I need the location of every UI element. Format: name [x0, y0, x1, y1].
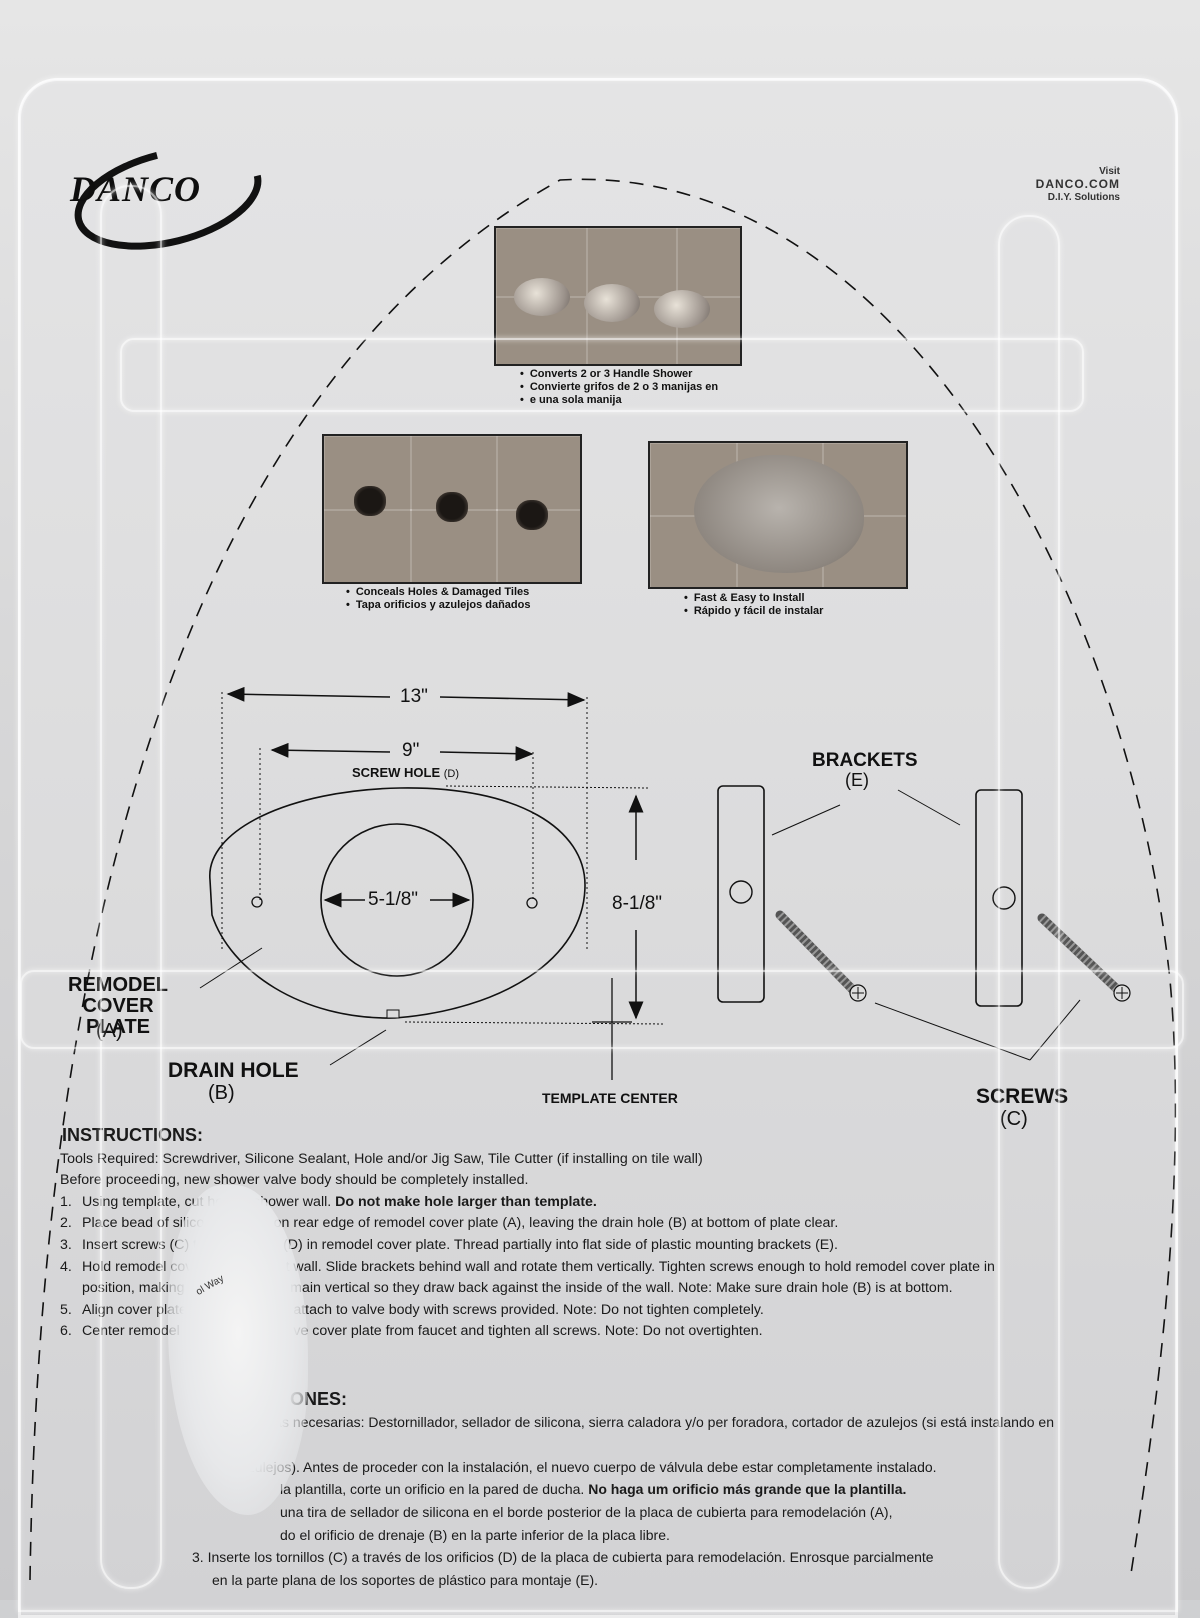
blister-frame-middle-bar [20, 970, 1184, 1049]
photo-damaged-tiles [322, 434, 582, 584]
step-5-num: 5. [60, 1301, 72, 1318]
blister-frame-outer-edge [18, 78, 1178, 1612]
label-remodel-letter: (A) [96, 1020, 123, 1042]
label-screw-hole: SCREW HOLE (D) [352, 765, 459, 780]
dimension-5-1-8-in: 5-1/8" [368, 889, 419, 910]
feature-2-en: Conceals Holes & Damaged Tiles [346, 586, 530, 599]
es-line-5: do el orificio de drenaje (B) en la part… [280, 1526, 670, 1543]
visit-line-2: DANCO.COM [1035, 177, 1120, 191]
feature-bullets-2: Conceals Holes & Damaged Tiles Tapa orif… [346, 586, 531, 612]
step-4: 4. Hold remodel cover plate against wall.… [60, 1257, 1110, 1279]
visit-line-3: D.I.Y. Solutions [1047, 192, 1120, 203]
visit-line-1: Visit [1099, 166, 1120, 177]
dimension-13-in: 13" [400, 686, 428, 707]
step-4-num: 4. [60, 1258, 72, 1275]
step-6-num: 6. [60, 1323, 72, 1340]
es-line-3: la plantilla, corte un orificio en la pa… [180, 1478, 1080, 1501]
label-drain-hole: DRAIN HOLE [168, 1059, 299, 1082]
es-line-4: una tira de sellador de silicona en el b… [280, 1503, 893, 1520]
step-3-num: 3. [60, 1236, 72, 1253]
feature-1-es: Convierte grifos de 2 o 3 manijas en [520, 381, 718, 394]
es-line-3-bold: No haga um orificio más grande que la pl… [588, 1481, 907, 1498]
instructions-title: INSTRUCTIONS: [62, 1125, 203, 1145]
dimension-9-in: 9" [402, 740, 420, 761]
label-screws-letter: (C) [1000, 1108, 1028, 1130]
label-template-center: TEMPLATE CENTER [542, 1090, 678, 1106]
visit-website-text: Visit DANCO.COM D.I.Y. Solutions [1000, 165, 1120, 204]
before-proceeding: Before proceeding, new shower valve body… [60, 1172, 529, 1189]
feature-bullets-3: Fast & Easy to Install Rápido y fácil de… [684, 592, 824, 618]
step-1-bold: Do not make hole larger than template. [335, 1193, 597, 1210]
es-line-3-text: la plantilla, corte un orificio en la pa… [280, 1481, 589, 1498]
blister-frame-top-bar [120, 338, 1084, 412]
screw-hole-letter: (D) [443, 768, 460, 780]
photo-three-handle-shower [494, 226, 742, 366]
label-brackets-letter: (E) [845, 770, 869, 790]
instructions-spanish: ONES: mientas necesarias: Destornillador… [180, 1388, 1080, 1591]
label-drain-letter: (B) [208, 1082, 235, 1104]
label-brackets: BRACKETS [812, 750, 918, 771]
step-2-num: 2. [60, 1215, 72, 1232]
step-4-text: Hold remodel cover plate against wall. S… [82, 1258, 995, 1275]
blister-frame-right-rail [998, 215, 1060, 1589]
es-line-6: 3. Inserte los tornillos (C) a través de… [192, 1549, 934, 1566]
step-1-num: 1. [60, 1193, 72, 1210]
es-line-2: azulejos). Antes de proceder con la inst… [240, 1458, 937, 1475]
feature-1-es-cont: e una sola manija [520, 394, 718, 407]
screw-hole-text: SCREW HOLE [352, 765, 441, 780]
danco-logo-swoosh [74, 146, 262, 250]
remodel-line-1: REMODEL [68, 974, 168, 996]
dimension-8-1-8-in: 8-1/8" [612, 893, 663, 914]
feature-bullets-1: Converts 2 or 3 Handle Shower Convierte … [520, 368, 718, 407]
photo-installed-plate [648, 441, 908, 589]
es-line-7: en la parte plana de los soportes de plá… [212, 1571, 599, 1588]
feature-3-en: Fast & Easy to Install [684, 592, 823, 605]
feature-1-en: Converts 2 or 3 Handle Shower [520, 368, 718, 381]
feature-2-es: Tapa orificios y azulejos dañados [346, 599, 531, 612]
feature-3-es: Rápido y fácil de instalar [684, 605, 824, 618]
tools-required: Tools Required: Screwdriver, Silicone Se… [60, 1150, 703, 1167]
blister-frame-left-rail [100, 185, 162, 1589]
torn-sticker-residue [168, 1185, 308, 1515]
